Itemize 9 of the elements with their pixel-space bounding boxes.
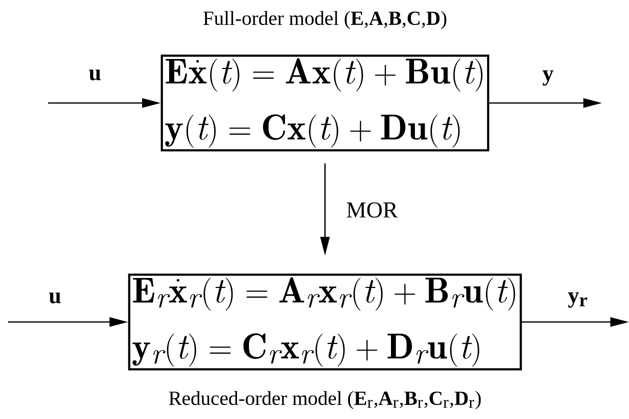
edge-label: y$_{r}$ xyxy=(568,292,588,308)
model-box: $\mathbf{E}_r\dot{\mathbf{x}}_r(t)=\mathbf{A}_r\mathbf{x}_r(t)+\mathbf{B}_r\mathbf{u}(t)$ $\mathbf{y}_r(t)=\mathbf{C}_r\mathbf{x}_r(t)+\mathbf{D}_r\mathbf{u}(t)$ xyxy=(128,274,522,370)
model-heading: Reduced-order model (E$_{r}$,A$_{r}$,B$_{r}$,C$_{r}$,D$_{r}$) xyxy=(168,390,481,410)
model-heading: Full-order model (E,A,B,C,D) xyxy=(203,10,446,30)
edge-label: u xyxy=(89,70,101,80)
edge-label: y xyxy=(542,70,554,86)
edge-label: MOR xyxy=(346,202,398,218)
edge-label: u xyxy=(49,292,61,304)
model-box: $\mathbf{E}\dot{\mathbf{x}}(t)=\mathbf{A}\mathbf{x}(t)+\mathbf{B}\mathbf{u}(t)$ $\mathbf{y}(t)=\mathbf{C}\mathbf{x}(t)+\mathbf{D}\mathbf{u}(t)$ xyxy=(160,54,490,152)
